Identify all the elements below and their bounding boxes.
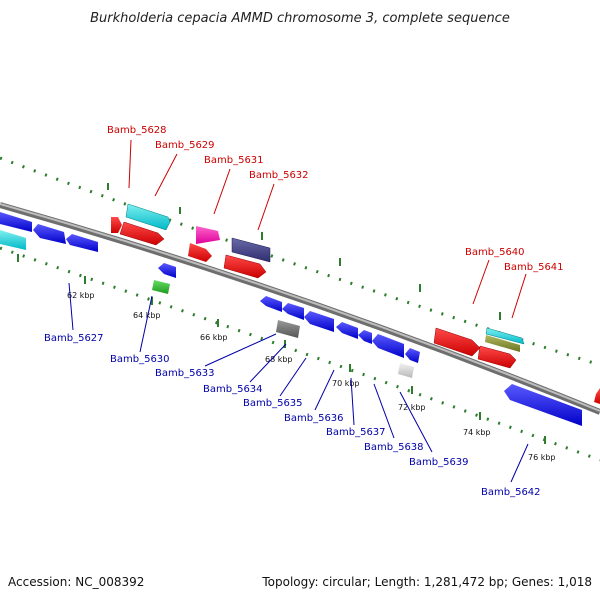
map-title: Burkholderia cepacia AMMD chromosome 3, … (90, 11, 510, 26)
gene-bar-rev-left-3 (33, 224, 66, 244)
gene-bar-rev-left-4 (66, 234, 98, 252)
gene-bar-rev-small (158, 263, 176, 278)
gene-bar-bamb-5628 (125, 203, 171, 231)
tick-label: 74 kbp (463, 428, 491, 437)
gene-label[interactable]: Bamb_5632 (249, 170, 309, 181)
gene-label[interactable]: Bamb_5635 (243, 398, 303, 409)
gene-bar-bamb-5632 (223, 254, 267, 279)
gene-bar-rev-e (358, 330, 372, 344)
gene-bar-slate (231, 237, 271, 263)
gene-label[interactable]: Bamb_5627 (44, 333, 104, 344)
tick-labels: 62 kbp 64 kbp 66 kbp 68 kbp 70 kbp 72 kb… (67, 291, 556, 462)
outer-major-ticks (107, 183, 501, 320)
gene-label[interactable]: Bamb_5640 (465, 247, 525, 258)
gene-bar-rev-b (282, 303, 304, 320)
gene-bar-rev-c (304, 311, 334, 332)
forward-gene-labels: Bamb_5628 Bamb_5629 Bamb_5631 Bamb_5632 … (107, 125, 564, 319)
gene-bar-bamb-5639 (398, 363, 414, 378)
gene-label[interactable]: Bamb_5642 (481, 487, 541, 498)
accession-text: Accession: NC_008392 (8, 575, 144, 589)
gene-label[interactable]: Bamb_5628 (107, 125, 167, 136)
reverse-gene-features (0, 212, 582, 426)
reverse-gene-labels: Bamb_5627 Bamb_5630 Bamb_5633 Bamb_5634 … (44, 282, 541, 498)
gene-label[interactable]: Bamb_5638 (364, 442, 424, 453)
gene-bar-bamb-5633 (276, 320, 300, 338)
forward-gene-features (111, 203, 600, 404)
chromosome-backbone (0, 202, 600, 415)
gene-bar-bamb-5631 (196, 226, 220, 244)
tick-label: 64 kbp (133, 311, 161, 320)
topology-text: Topology: circular; Length: 1,281,472 bp… (261, 575, 592, 589)
gene-bar-bamb-5629 (119, 221, 165, 246)
gene-bar-bamb-5640 (433, 327, 481, 357)
gene-label[interactable]: Bamb_5639 (409, 457, 469, 468)
tick-label: 72 kbp (398, 403, 426, 412)
gene-bar-rev-a (260, 296, 282, 312)
gene-label[interactable]: Bamb_5630 (110, 354, 170, 365)
tick-label: 70 kbp (332, 379, 360, 388)
gene-label[interactable]: Bamb_5634 (203, 384, 263, 395)
gene-label[interactable]: Bamb_5633 (155, 368, 215, 379)
gene-bar-fwd-edge (594, 388, 600, 404)
gene-bar-rev-left-1 (0, 212, 32, 232)
gene-bar-bamb-5642 (504, 384, 582, 426)
gene-bar-rev-f (372, 334, 404, 358)
gene-label[interactable]: Bamb_5631 (204, 155, 264, 166)
gene-label[interactable]: Bamb_5629 (155, 140, 215, 151)
tick-label: 76 kbp (528, 453, 556, 462)
gene-label[interactable]: Bamb_5636 (284, 413, 344, 424)
gene-bar-fwd-mid (188, 243, 212, 262)
tick-label: 62 kbp (67, 291, 95, 300)
gene-label[interactable]: Bamb_5641 (504, 262, 564, 273)
gene-bar-rev-d (336, 322, 358, 339)
gene-bar-bamb-5630 (152, 280, 170, 294)
tick-label: 66 kbp (200, 333, 228, 342)
gene-bar-fwd-small (111, 217, 122, 233)
tick-label: 68 kbp (265, 355, 293, 364)
gene-bar-rev-left-2 (0, 230, 26, 250)
gene-bar-fwd-right (477, 345, 517, 369)
gene-label[interactable]: Bamb_5637 (326, 427, 386, 438)
gene-bar-olive (485, 335, 520, 352)
gene-bar-bamb-5641 (485, 327, 525, 345)
gene-bar-rev-g (405, 348, 420, 363)
